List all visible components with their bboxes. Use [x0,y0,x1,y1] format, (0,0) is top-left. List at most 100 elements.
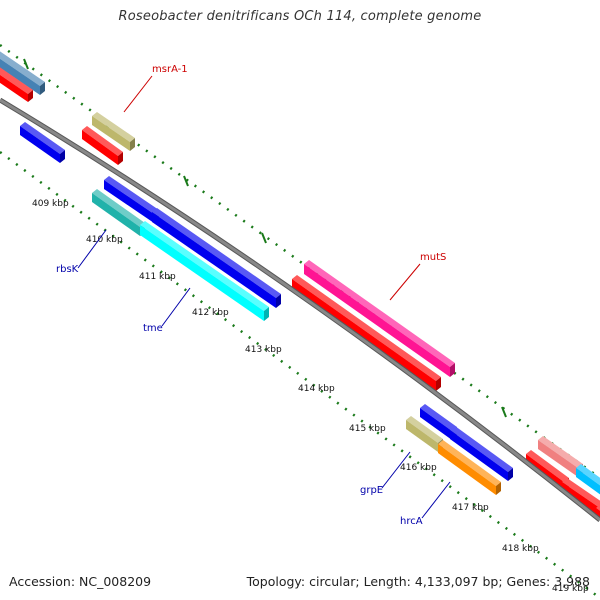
feature-main-face [576,468,600,495]
feature-top-face [576,464,600,486]
ruler-tick-label: 410 kbp [86,235,123,245]
ruler-major-tick [23,58,29,70]
feature-track [0,48,600,520]
gene-label[interactable]: tme [143,323,163,334]
ruler-tick-label: 409 kbp [32,199,69,209]
gene-feature[interactable] [82,126,123,165]
feature-end-face [450,363,455,377]
gene-feature[interactable] [152,208,281,308]
gene-label-leader [421,481,451,519]
topology-text: Topology: circular; Length: 4,133,097 bp… [246,574,590,589]
map-title: Roseobacter denitrificans OCh 114, compl… [118,9,482,24]
gene-label[interactable]: mutS [420,252,446,263]
ruler-tick-label: 419 kbp [552,584,589,594]
feature-main-face [20,126,60,163]
ruler-tick-label: 413 kbp [245,345,282,355]
feature-top-face [562,478,600,508]
upper-tick-rail [0,43,600,480]
backbone-layer [0,97,600,522]
feature-top-face [596,504,600,511]
gene-label[interactable]: grpE [360,485,383,496]
feature-main-face [304,264,450,377]
feature-end-face [28,90,33,102]
feature-end-face [60,150,65,163]
gene-feature[interactable] [576,464,600,503]
gene-feature[interactable] [292,275,441,391]
feature-top-face [406,416,443,443]
gene-label[interactable]: rbsK [56,264,79,275]
feature-end-face [276,294,281,308]
ruler-tick-label: 412 kbp [192,308,229,318]
feature-main-face [152,212,276,308]
feature-main-face [92,116,130,151]
ruler-major-tick [261,232,267,244]
feature-main-face [0,58,40,95]
feature-main-face [292,279,436,391]
feature-main-face [92,193,140,236]
gene-label-leader [77,229,107,269]
feature-main-face [0,74,28,102]
ruler-major-tick [183,175,189,187]
feature-top-face [0,67,33,94]
feature-top-face [538,436,583,468]
gene-feature[interactable] [562,478,600,517]
feature-top-face [438,440,501,486]
feature-main-face [438,444,496,495]
gene-feature[interactable] [0,48,45,95]
gene-feature[interactable] [304,260,455,377]
feature-top-face [420,404,457,431]
ruler-tick-label: 416 kbp [400,463,437,473]
gene-label-leader [381,451,411,489]
gene-feature[interactable] [20,122,65,163]
label-layer: 409 kbp 410 kbp 411 kbp 412 kbp 413 kbp 414 k… [32,64,589,594]
feature-top-face [104,176,159,214]
feature-end-face [264,307,269,321]
feature-end-face [118,152,123,165]
gene-feature[interactable] [450,426,513,481]
feature-end-face [496,482,501,495]
gene-label-leader [389,263,421,301]
gene-label-leader [123,75,153,113]
feature-main-face [538,440,578,477]
gene-feature[interactable] [438,440,501,495]
feature-top-face [140,221,269,311]
genome-backbone-shadow [0,97,600,522]
accession-text: Accession: NC_008209 [9,574,152,589]
feature-main-face [420,408,452,440]
gene-label-leader [161,287,191,327]
ruler-tick-label: 411 kbp [139,272,176,282]
feature-top-face [450,426,513,472]
gene-feature[interactable] [92,112,135,151]
gene-label[interactable]: msrA-1 [152,64,188,75]
feature-top-face [92,112,135,142]
feature-top-face [92,189,145,227]
ruler-major-tick [501,406,507,418]
feature-main-face [562,482,600,517]
feature-end-face [130,138,135,151]
gene-label[interactable]: hrcA [400,516,423,527]
feature-top-face [82,126,123,156]
feature-top-face [0,51,45,86]
feature-end-face [40,82,45,95]
tick-rails [0,43,600,600]
feature-main-face [140,225,264,321]
ruler-tick-label: 418 kbp [502,544,539,554]
feature-top-face [292,275,441,381]
feature-top-face [20,122,65,154]
gene-feature[interactable] [0,64,33,102]
genome-backbone [0,98,600,522]
feature-main-face [82,130,118,165]
lower-tick-rail [0,150,600,600]
ruler-tick-label: 414 kbp [298,384,335,394]
feature-end-face [436,377,441,391]
ruler-tick-label: 415 kbp [349,424,386,434]
feature-top-face [304,260,455,367]
feature-main-face [450,430,508,481]
ruler-tick-label: 417 kbp [452,503,489,513]
feature-top-face [152,208,281,298]
feature-main-face [104,180,154,223]
gene-feature[interactable] [140,221,269,321]
feature-top-face [526,450,569,482]
